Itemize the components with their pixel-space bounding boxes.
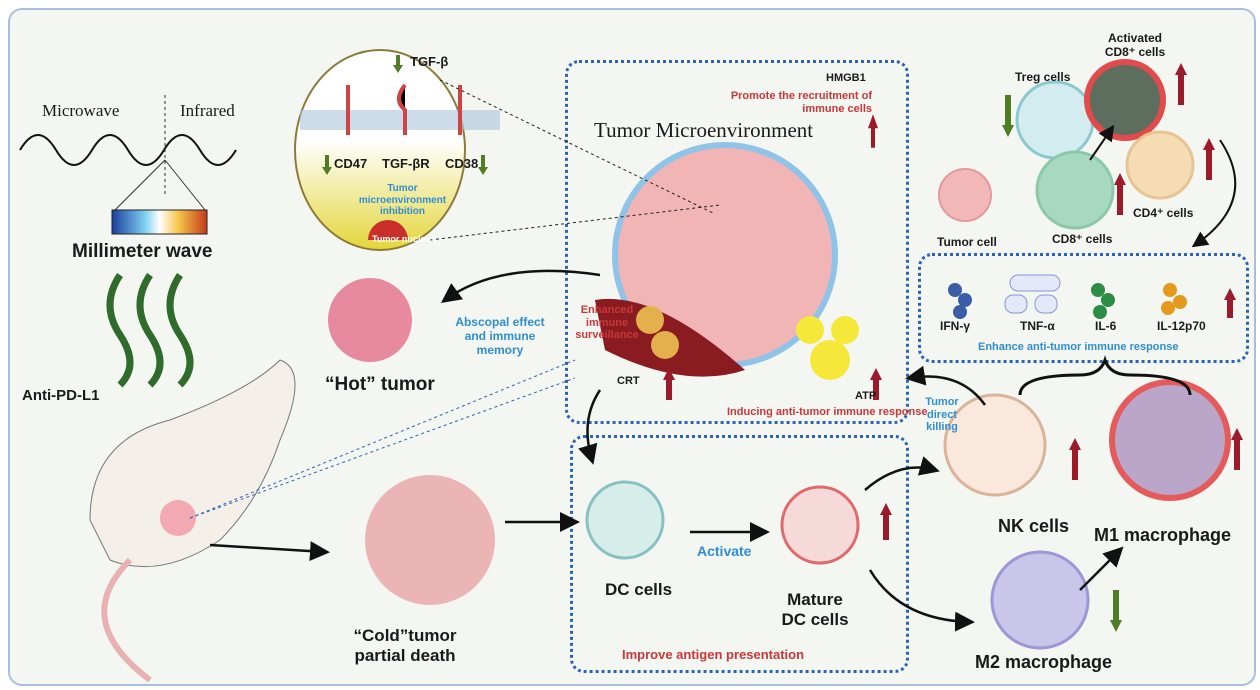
flow-arrow xyxy=(440,269,601,303)
hmgb1-label: HMGB1 xyxy=(826,72,866,84)
nk-cell xyxy=(943,393,1047,497)
flow-arrow xyxy=(905,365,987,406)
inset-connector xyxy=(439,79,714,214)
grouping-brace xyxy=(1018,355,1192,396)
mouse xyxy=(89,359,296,568)
dc-cells-label: DC cells xyxy=(605,580,673,599)
tme-title: Tumor Microenvironment xyxy=(594,118,814,142)
membrane-receptors-icon xyxy=(346,83,462,135)
spectrum-bar xyxy=(111,209,208,235)
wave-icon xyxy=(19,134,237,166)
inducing-label: Inducing anti-tumor immune response xyxy=(727,406,928,418)
cd8-label: CD8⁺ cells xyxy=(1052,232,1113,246)
abscopal-label: Abscopal effect and immune memory xyxy=(455,315,545,357)
treg-cell xyxy=(1015,80,1095,160)
m1-label: M1 macrophage xyxy=(1094,525,1232,545)
flow-arrow xyxy=(578,389,602,465)
mmwave-icon xyxy=(106,273,194,388)
ifn-gamma-icon xyxy=(948,283,972,319)
cytokine-box xyxy=(918,253,1249,363)
tgf-beta-label: TGF-β xyxy=(410,54,449,69)
cell-membrane xyxy=(300,110,500,130)
atp-label: ATP xyxy=(855,390,877,402)
cytokine-label: IL-12p70 xyxy=(1157,319,1206,333)
atp-icon xyxy=(796,316,859,380)
cytokine-label: IL-6 xyxy=(1095,319,1117,333)
infrared-label: Infrared xyxy=(180,101,235,120)
flow-arrow xyxy=(1191,139,1237,248)
crt-label: CRT xyxy=(617,375,640,387)
cd38-label: CD38 xyxy=(445,156,479,171)
flow-arrow xyxy=(209,541,330,562)
m2-macrophage xyxy=(990,550,1090,650)
tnf-alpha-icon xyxy=(1004,274,1061,314)
surveillance-label: Enhanced immune surveillance xyxy=(575,304,639,342)
recruitment-label: Promote the recruitment of immune cells xyxy=(730,90,872,115)
cd8-cell xyxy=(1035,150,1115,230)
flow-arrow xyxy=(1089,124,1115,161)
mature-dc-cell xyxy=(780,485,860,565)
millimeter-wave-label: Millimeter wave xyxy=(72,241,213,262)
hot-tumor-label: “Hot” tumor xyxy=(325,374,435,395)
mouse-tail xyxy=(101,557,152,683)
zoom-connector xyxy=(189,377,576,519)
tumor-cell xyxy=(938,168,992,222)
cd47-label: CD47 xyxy=(334,156,368,171)
tme-box xyxy=(565,60,909,424)
flow-arrow xyxy=(868,569,975,632)
direct-killing-label: Tumor direct killing xyxy=(925,396,959,434)
m1-macrophage xyxy=(1109,379,1231,501)
tumor-inset xyxy=(294,49,466,251)
flow-arrow xyxy=(864,456,940,491)
treg-label: Treg cells xyxy=(1015,70,1071,84)
hot-tumor xyxy=(328,278,412,362)
cold-tumor xyxy=(365,475,495,605)
mature-dc-label: Mature DC cells xyxy=(781,590,849,629)
down-arrow-icons xyxy=(322,55,1122,632)
il12p70-icon xyxy=(1161,283,1187,315)
m2-label: M2 macrophage xyxy=(975,652,1113,672)
nk-cells-label: NK cells xyxy=(998,516,1070,536)
cytokine-caption: Enhance anti-tumor immune response xyxy=(978,341,1179,353)
activated-cd8-cell xyxy=(1084,59,1166,141)
cold-tumor-label: “Cold”tumor partial death xyxy=(353,626,457,665)
tme-inhibition-label: Tumor microenvironment inhibition xyxy=(358,183,447,217)
inset-connector xyxy=(429,204,721,241)
dc-cell xyxy=(585,480,665,560)
cd4-cell xyxy=(1125,130,1195,200)
cd4-label: CD4⁺ cells xyxy=(1133,206,1194,220)
tumor-cell-label: Tumor cell xyxy=(937,235,997,249)
tumor-nucleus-shape xyxy=(368,220,408,240)
mouse-tumor xyxy=(160,500,196,536)
tgf-beta-r-label: TGF-βR xyxy=(382,156,430,171)
il6-icon xyxy=(1091,283,1115,319)
up-arrow-icons xyxy=(663,63,1243,540)
flow-arrow xyxy=(1079,546,1124,591)
cytokine-label: TNF-α xyxy=(1020,319,1055,333)
antigen-box xyxy=(570,435,909,673)
activated-cd8-label: Activated CD8⁺ cells xyxy=(1104,31,1166,59)
anti-pd-l1-label: Anti-PD-L1 xyxy=(22,387,100,404)
tumor-nucleus-label: Tumor nucleus xyxy=(372,234,436,244)
spectrum-pointer xyxy=(114,159,206,211)
activate-label: Activate xyxy=(697,543,752,559)
cytokine-label: IFN-γ xyxy=(940,319,970,333)
improve-antigen-label: Improve antigen presentation xyxy=(622,647,805,662)
crt-icon xyxy=(636,306,679,359)
microwave-label: Microwave xyxy=(42,101,120,120)
